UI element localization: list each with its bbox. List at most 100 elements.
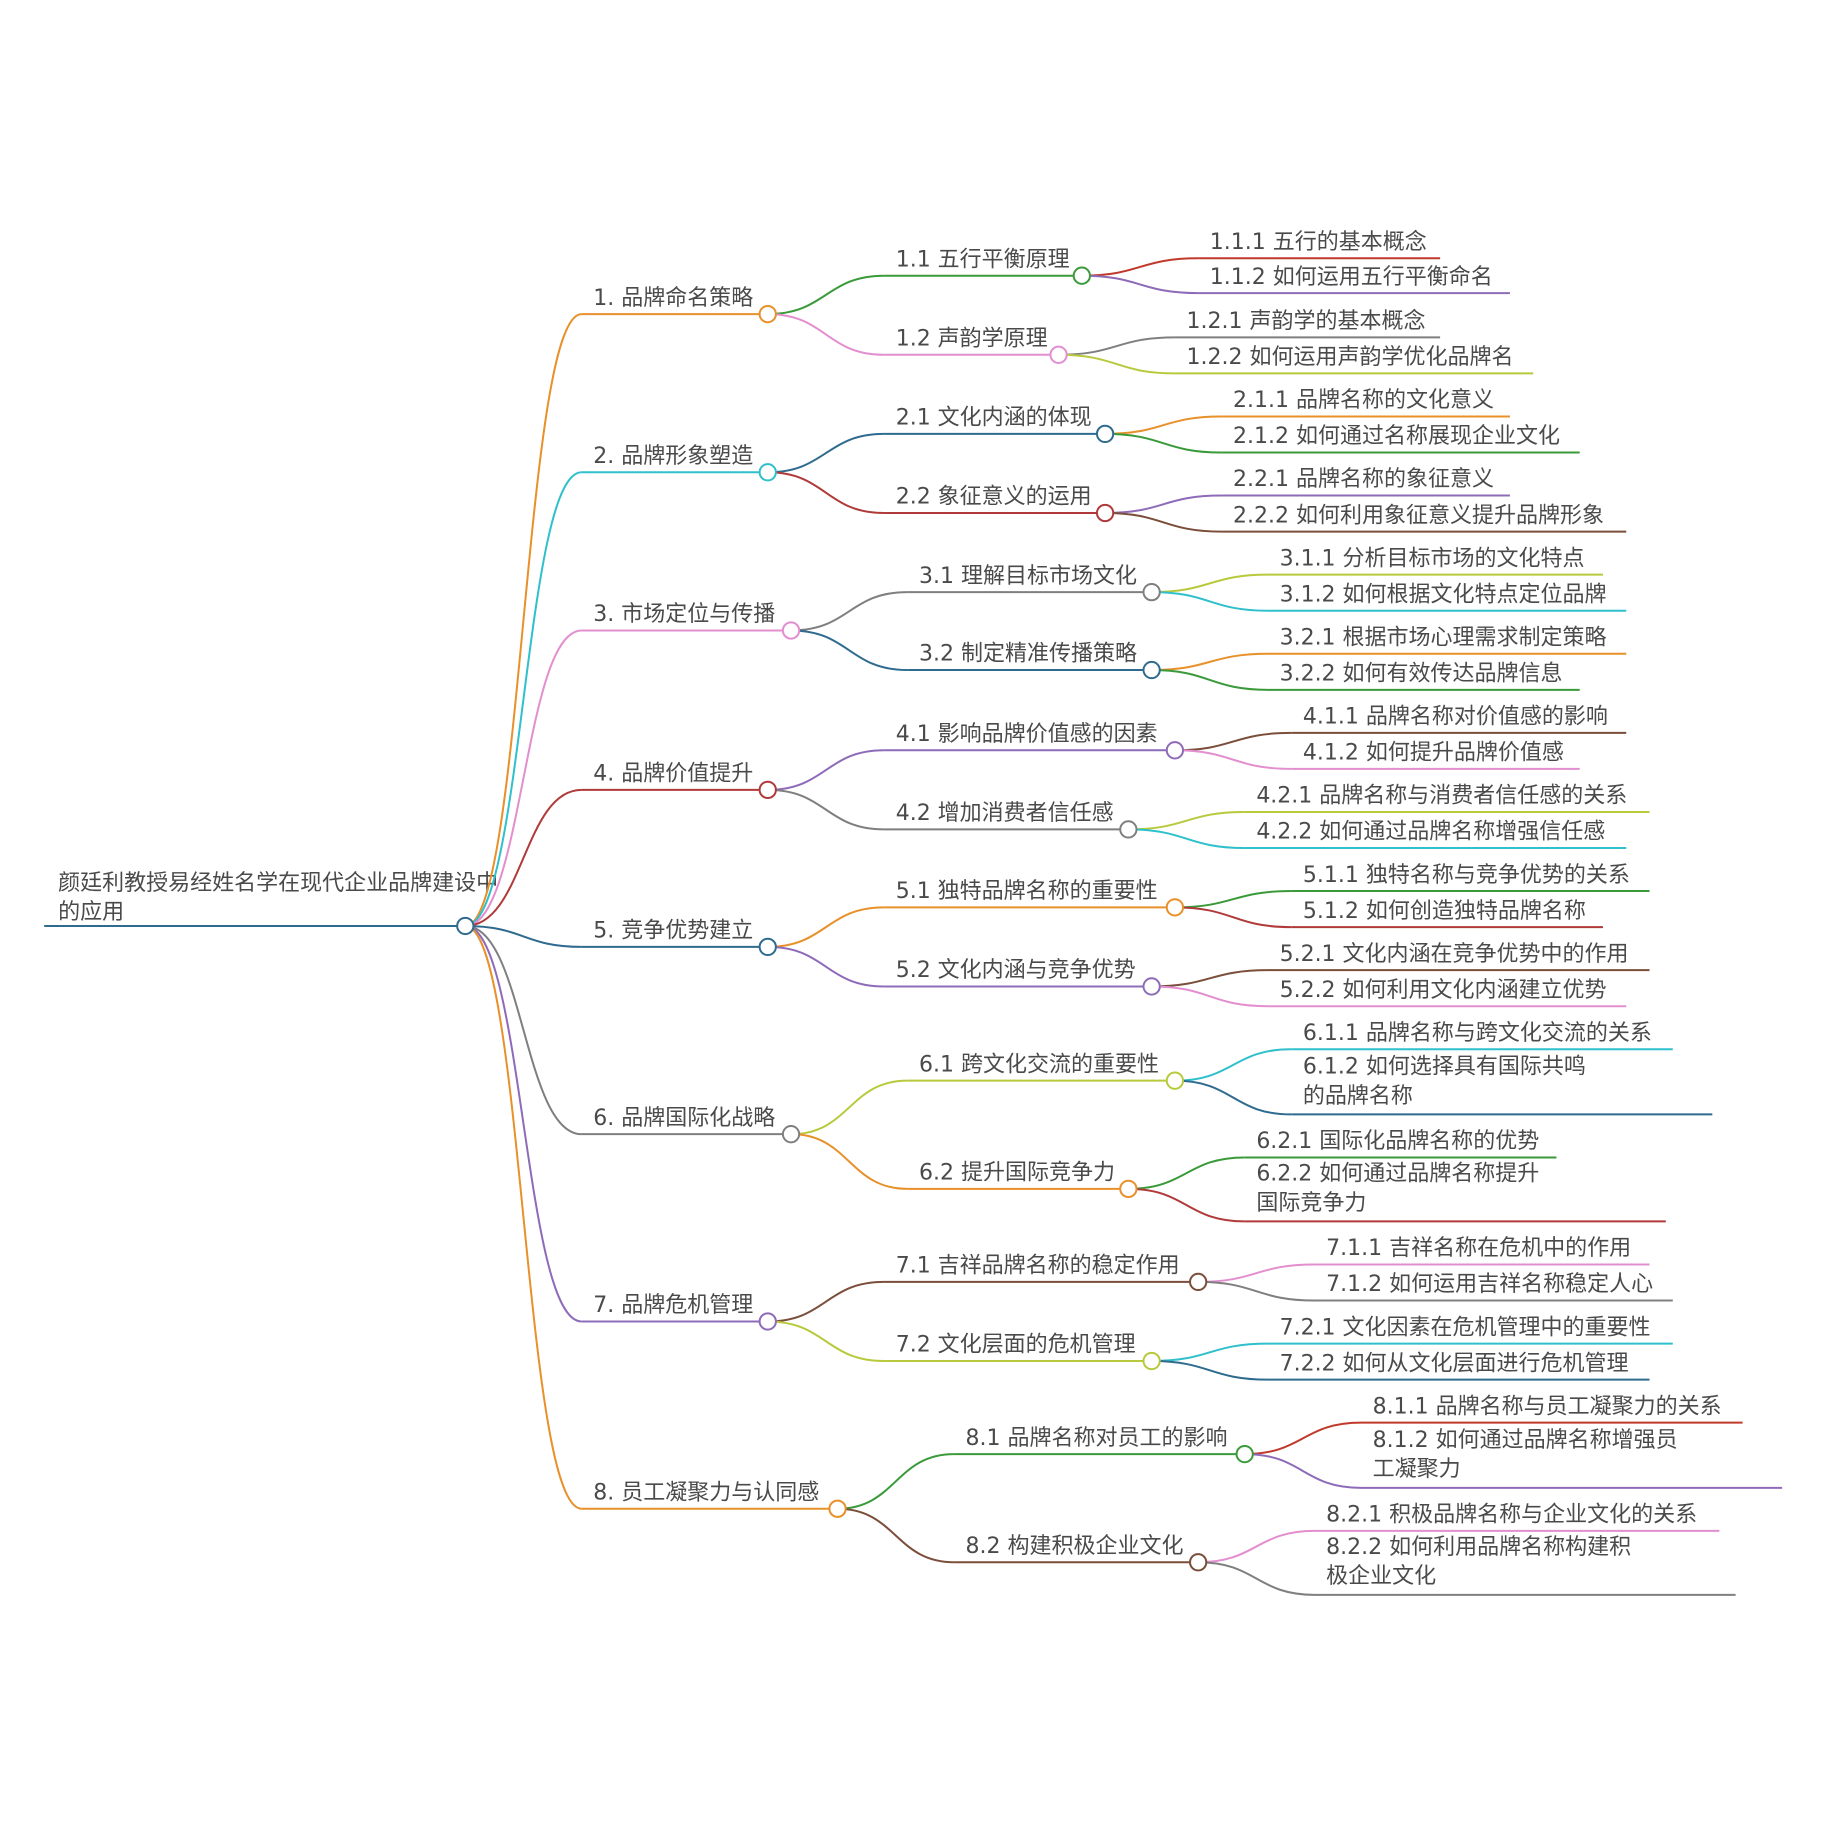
- branch-connector: [465, 924, 582, 1510]
- branch-label: 4. 品牌价值提升: [593, 762, 753, 787]
- root-label: 颜廷利教授易经姓名学在现代企业品牌建设中的应用: [58, 871, 498, 925]
- branch-connector: [465, 313, 582, 927]
- leaf-label: 4.2.2 如何通过品牌名称增强信任感: [1256, 820, 1605, 845]
- leaf-connector: [1081, 274, 1199, 295]
- sub-connector: [767, 788, 885, 831]
- sub-node[interactable]: [1119, 820, 1138, 839]
- sub-label: 2.1 文化内涵的体现: [896, 406, 1092, 431]
- branch-node[interactable]: [758, 1312, 777, 1331]
- branch-node[interactable]: [758, 463, 777, 482]
- sub-node[interactable]: [1119, 1179, 1138, 1199]
- sub-label: 4.1 影响品牌价值感的因素: [896, 722, 1158, 747]
- leaf-connector: [1058, 336, 1175, 356]
- leaf-label: 5.1.2 如何创造独特品牌名称: [1303, 899, 1586, 924]
- branch-node[interactable]: [758, 304, 777, 324]
- sub-connector: [767, 945, 885, 988]
- leaf-connector: [1151, 573, 1268, 594]
- root-label-line: 颜廷利教授易经姓名学在现代企业品牌建设中: [58, 871, 498, 896]
- root-label-line: 的应用: [58, 900, 124, 925]
- sub-label: 6.1 跨文化交流的重要性: [919, 1052, 1159, 1077]
- root-node[interactable]: [456, 916, 475, 936]
- sub-node[interactable]: [1142, 977, 1161, 996]
- sub-connector: [767, 274, 885, 316]
- sub-connector: [767, 906, 885, 948]
- sub-connector: [767, 471, 885, 514]
- sub-node[interactable]: [1189, 1272, 1208, 1292]
- sub-node[interactable]: [1165, 898, 1185, 917]
- branch-label: 8. 员工凝聚力与认同感: [593, 1480, 819, 1505]
- leaf-label: 3.2.1 根据市场心理需求制定策略: [1280, 625, 1607, 650]
- sub-node[interactable]: [1095, 424, 1115, 444]
- leaf-label: 6.1.2 如何选择具有国际共鸣的品牌名称: [1303, 1055, 1586, 1109]
- sub-connector: [767, 432, 885, 474]
- sub-node[interactable]: [1142, 660, 1161, 680]
- branch-connector: [465, 629, 582, 927]
- leaf-connector: [1081, 257, 1199, 277]
- leaf-label: 1.1.2 如何运用五行平衡命名: [1210, 265, 1493, 290]
- sub-node[interactable]: [1142, 1351, 1161, 1371]
- leaf-label: 2.2.1 品牌名称的象征意义: [1233, 467, 1494, 492]
- leaf-connector: [1151, 1360, 1268, 1381]
- sub-label: 3.1 理解目标市场文化: [919, 564, 1137, 589]
- leaf-label-line: 8.1.2 如何通过品牌名称增强员: [1373, 1428, 1678, 1453]
- sub-label: 1.2 声韵学原理: [896, 326, 1048, 351]
- sub-node[interactable]: [1049, 345, 1068, 364]
- leaf-label: 1.1.1 五行的基本概念: [1210, 230, 1427, 255]
- leaf-label: 1.2.2 如何运用声韵学优化品牌名: [1187, 345, 1514, 370]
- leaf-connector: [1174, 1048, 1292, 1082]
- branch-label: 7. 品牌危机管理: [593, 1293, 753, 1318]
- sub-connector: [837, 1507, 954, 1564]
- sub-connector: [767, 313, 885, 356]
- sub-label: 8.2 构建积极企业文化: [966, 1534, 1184, 1559]
- branch-label: 6. 品牌国际化战略: [593, 1106, 775, 1131]
- sub-node[interactable]: [1189, 1553, 1208, 1572]
- sub-connector: [791, 1133, 908, 1190]
- leaf-connector: [1174, 906, 1292, 929]
- leaf-label: 4.1.2 如何提升品牌价值感: [1303, 741, 1564, 766]
- sub-connector: [791, 591, 908, 632]
- branch-node[interactable]: [781, 1125, 801, 1144]
- leaf-connector: [1174, 731, 1292, 752]
- leaf-connector: [1198, 1263, 1315, 1283]
- leaf-label: 7.1.1 吉祥名称在危机中的作用: [1326, 1236, 1631, 1261]
- sub-connector: [791, 629, 908, 672]
- leaf-connector: [1198, 1529, 1315, 1564]
- leaf-label: 2.2.2 如何利用象征意义提升品牌形象: [1233, 503, 1604, 528]
- sub-label: 1.1 五行平衡原理: [896, 247, 1070, 272]
- leaf-label: 4.2.1 品牌名称与消费者信任感的关系: [1256, 784, 1627, 809]
- branch-label: 1. 品牌命名策略: [593, 286, 753, 311]
- leaf-label: 3.1.2 如何根据文化特点定位品牌: [1280, 582, 1607, 607]
- sub-label: 5.1 独特品牌名称的重要性: [896, 879, 1158, 904]
- leaf-label: 2.1.2 如何通过名称展现企业文化: [1233, 424, 1560, 449]
- leaf-connector: [1105, 494, 1222, 514]
- sub-node[interactable]: [1095, 503, 1115, 523]
- leaf-label-line: 国际竞争力: [1256, 1191, 1366, 1216]
- leaf-label-line: 6.2.2 如何通过品牌名称提升: [1256, 1162, 1539, 1187]
- branch-node[interactable]: [781, 621, 801, 640]
- sub-label: 8.1 品牌名称对员工的影响: [966, 1426, 1228, 1451]
- branch-label: 3. 市场定位与传播: [593, 602, 775, 627]
- leaf-connector: [1151, 652, 1268, 672]
- leaf-connector: [1105, 432, 1222, 454]
- leaf-connector: [1174, 890, 1292, 909]
- leaf-label-line: 8.2.2 如何利用品牌名称构建积: [1326, 1535, 1631, 1560]
- branch-node[interactable]: [828, 1499, 847, 1518]
- sub-node[interactable]: [1165, 741, 1185, 760]
- leaf-label: 3.2.2 如何有效传达品牌信息: [1280, 662, 1563, 687]
- leaf-connector: [1151, 1342, 1268, 1363]
- sub-node[interactable]: [1235, 1444, 1254, 1464]
- leaf-label: 5.1.1 独特名称与竞争优势的关系: [1303, 863, 1630, 888]
- leaf-label: 3.1.1 分析目标市场的文化特点: [1280, 546, 1585, 571]
- sub-node[interactable]: [1142, 582, 1161, 602]
- leaf-label: 2.1.1 品牌名称的文化意义: [1233, 388, 1494, 413]
- branch-node[interactable]: [758, 937, 777, 957]
- leaf-label: 8.2.1 积极品牌名称与企业文化的关系: [1326, 1503, 1697, 1528]
- sub-node[interactable]: [1165, 1071, 1185, 1090]
- leaf-label-line: 的品牌名称: [1303, 1084, 1413, 1109]
- sub-node[interactable]: [1072, 266, 1091, 285]
- leaf-label: 8.1.2 如何通过品牌名称增强员工凝聚力: [1373, 1428, 1678, 1482]
- sub-label: 4.2 增加消费者信任感: [896, 801, 1114, 826]
- leaf-label: 8.1.1 品牌名称与员工凝聚力的关系: [1373, 1394, 1722, 1419]
- leaf-label-line: 工凝聚力: [1373, 1457, 1461, 1482]
- branch-node[interactable]: [758, 780, 777, 799]
